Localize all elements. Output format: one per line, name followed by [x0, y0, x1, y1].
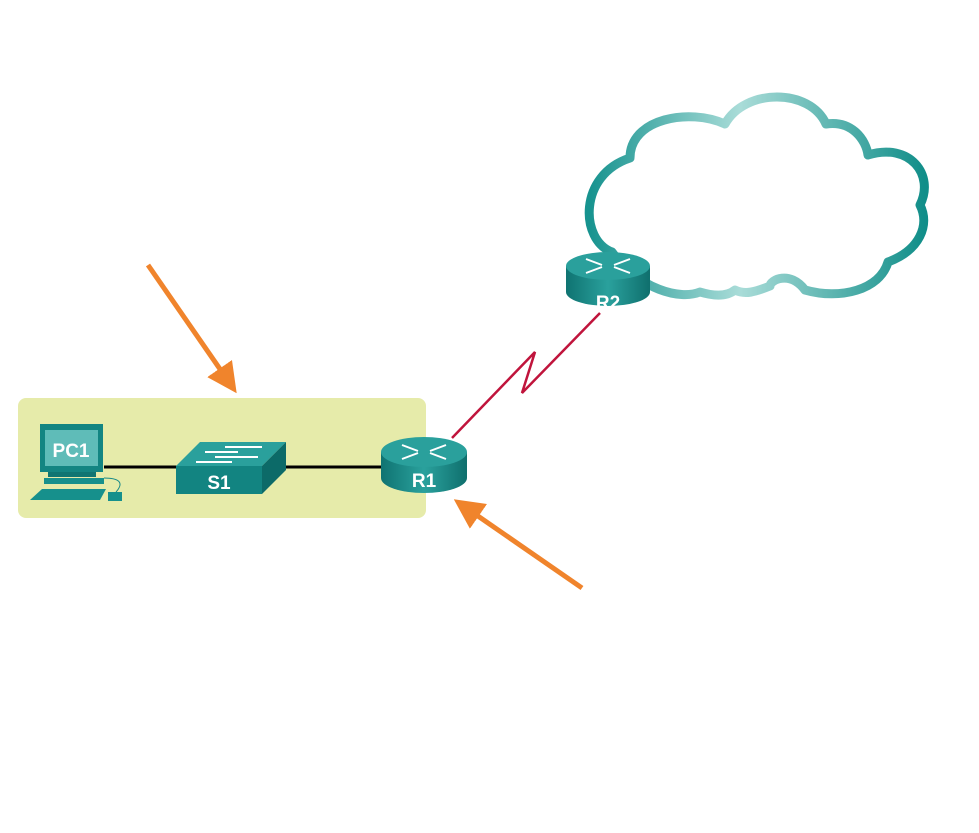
- s1-label: S1: [207, 473, 231, 494]
- r1-router[interactable]: R1: [381, 437, 467, 493]
- pc1-device[interactable]: PC1: [30, 424, 122, 501]
- r1-label: R1: [412, 471, 437, 492]
- serial-link-r1-r2: [451, 312, 601, 439]
- router-arrows-icon: [401, 444, 447, 460]
- s1-switch[interactable]: S1: [176, 442, 286, 494]
- cloud-icon: [584, 92, 929, 300]
- r2-router[interactable]: R2: [566, 252, 650, 314]
- router-arrows-icon: [585, 258, 631, 274]
- arrow-to-r1: [453, 499, 584, 591]
- pc1-label: PC1: [53, 441, 90, 462]
- arrow-to-lan: [145, 263, 237, 394]
- switch-arrows-icon: [196, 446, 262, 463]
- r2-label: R2: [596, 293, 620, 314]
